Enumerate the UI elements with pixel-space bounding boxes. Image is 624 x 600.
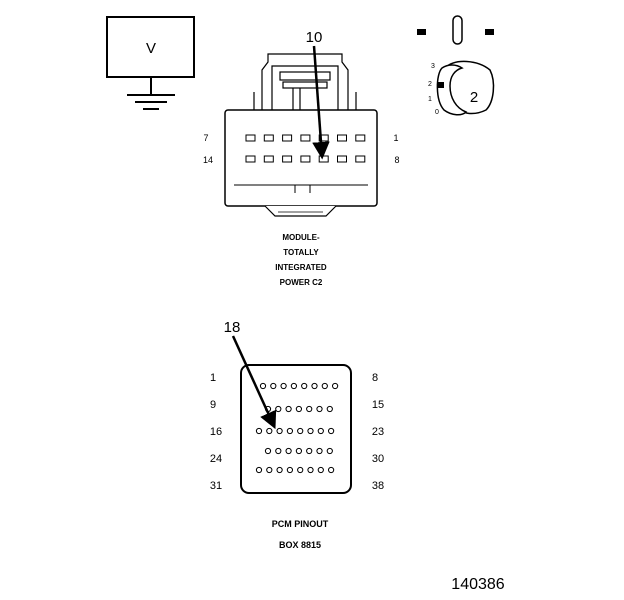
- pcm-pin-cavity: [276, 427, 283, 435]
- tipm-pin-cavity: [337, 134, 347, 142]
- pcm-pin-cavity: [306, 405, 313, 413]
- tipm-pin-cavity: [282, 155, 293, 163]
- pcm-pin-label-right-1: 8: [372, 372, 378, 384]
- key-slot-icon: [452, 15, 463, 45]
- tipm-pin-label-bottom-left: 14: [203, 155, 213, 165]
- connector-latch: [253, 53, 357, 110]
- figure-id: 140386: [451, 576, 504, 593]
- tipm-pin-cavity: [300, 134, 311, 142]
- pcm-pin-cavity: [275, 447, 282, 455]
- tipm-caption-line-3: INTEGRATED: [275, 263, 327, 272]
- tipm-pin-cavity: [282, 134, 293, 142]
- pcm-pin-cavity: [285, 447, 292, 455]
- ground-icon: [127, 94, 175, 110]
- tipm-pin-label-bottom-right: 8: [394, 155, 399, 165]
- pcm-pin-cavity: [275, 405, 282, 413]
- tipm-caption-line-1: MODULE-: [282, 233, 320, 242]
- pcm-pin-cavity: [266, 466, 273, 474]
- tipm-callout-number: 10: [306, 29, 323, 46]
- pcm-pin-cavity: [255, 466, 263, 474]
- ignition-switch: 3 2 1 0 2: [417, 15, 495, 116]
- tipm-pin-cavity: [355, 155, 366, 163]
- pcm-connector-body: [240, 364, 352, 494]
- pcm-pin-label-left-2: 9: [210, 399, 216, 411]
- pcm-pin-cavity: [317, 427, 324, 435]
- voltmeter-box: [106, 16, 195, 78]
- pcm-pin-grid: [255, 382, 339, 474]
- pcm-pin-cavity: [270, 382, 277, 390]
- pcm-pin-label-left-3: 16: [210, 426, 222, 438]
- tipm-pin-cavity: [337, 155, 347, 163]
- pcm-pin-label-left-5: 31: [210, 480, 222, 492]
- pcm-pin-label-right-3: 23: [372, 426, 384, 438]
- pcm-pin-cavity: [295, 447, 302, 455]
- pcm-caption-line-2: BOX 8815: [279, 540, 321, 550]
- pcm-pin-cavity: [307, 427, 314, 435]
- pcm-pin-cavity: [276, 466, 283, 474]
- ignition-position-0: 0: [435, 109, 439, 116]
- pcm-pin-label-left-4: 24: [210, 453, 222, 465]
- pcm-pin-cavity: [321, 382, 328, 390]
- ignition-position-2: 2: [428, 81, 432, 88]
- pcm-pin-cavity: [286, 427, 293, 435]
- pcm-caption-line-1: PCM PINOUT: [272, 519, 329, 529]
- tipm-pin-cavity: [245, 134, 256, 142]
- pcm-pin-cavity: [311, 382, 318, 390]
- pcm-pin-label-right-4: 30: [372, 453, 384, 465]
- tipm-pin-cavity: [263, 134, 274, 142]
- tipm-callout-arrow: [312, 45, 330, 160]
- connector-key-tab: [264, 205, 337, 217]
- pcm-pin-cavity: [285, 405, 292, 413]
- tipm-caption-line-4: POWER C2: [280, 278, 323, 287]
- pcm-pin-cavity: [316, 447, 323, 455]
- pcm-pin-cavity: [286, 466, 293, 474]
- pcm-pin-cavity: [266, 427, 273, 435]
- pcm-pin-cavity: [259, 382, 267, 390]
- tipm-pin-cavity: [263, 155, 274, 163]
- tipm-c2-connector: 7 14 1 8 10 MODULE- TOTALLY INTEGRATED P…: [203, 29, 400, 287]
- pcm-pin-cavity: [280, 382, 287, 390]
- pcm-pin-cavity: [264, 447, 272, 455]
- pcm-pin-cavity: [317, 466, 324, 474]
- pcm-pin-cavity: [332, 382, 339, 390]
- pcm-pin-cavity: [297, 427, 304, 435]
- pcm-pin-cavity: [328, 466, 335, 474]
- pcm-pin-label-right-2: 15: [372, 399, 384, 411]
- pcm-pin-cavity: [255, 427, 263, 435]
- voltmeter-symbol: V: [146, 40, 156, 57]
- pcm-pin-label-left-1: 1: [210, 372, 216, 384]
- pcm-pin-cavity: [328, 427, 335, 435]
- voltmeter: V: [106, 16, 195, 110]
- tipm-pin-cavity: [245, 155, 256, 163]
- pcm-pin-cavity: [326, 447, 333, 455]
- tipm-pin-cavity: [355, 134, 366, 142]
- pcm-pin-cavity: [295, 405, 302, 413]
- pcm-pin-cavity: [316, 405, 323, 413]
- pcm-pin-cavity: [290, 382, 297, 390]
- ignition-position-1: 1: [428, 96, 432, 103]
- pcm-callout-number: 18: [224, 319, 241, 336]
- pcm-pin-cavity: [297, 466, 304, 474]
- pcm-pin-label-right-5: 38: [372, 480, 384, 492]
- pcm-pin-cavity: [306, 447, 313, 455]
- pcm-pin-cavity: [326, 405, 333, 413]
- tipm-pin-label-top-left: 7: [203, 133, 208, 143]
- tipm-pin-label-top-right: 1: [393, 133, 398, 143]
- tipm-pin-cavity: [318, 134, 329, 142]
- ignition-marker-left: [417, 29, 426, 35]
- pcm-callout-arrow: [231, 335, 277, 430]
- ignition-position-3: 3: [431, 63, 435, 70]
- pcm-pin-cavity: [301, 382, 308, 390]
- pcm-pin-cavity: [307, 466, 314, 474]
- ignition-marker-right: [485, 29, 494, 35]
- ignition-key-icon: [436, 60, 495, 116]
- pcm-connector: 1 9 16 24 31 8 15 23 30 38 18 PCM PINOUT…: [210, 319, 384, 550]
- tipm-caption-line-2: TOTALLY: [283, 248, 319, 257]
- tipm-pin-cavity: [300, 155, 311, 163]
- tipm-pin-cavity: [318, 155, 329, 163]
- ignition-key-number: 2: [470, 89, 478, 106]
